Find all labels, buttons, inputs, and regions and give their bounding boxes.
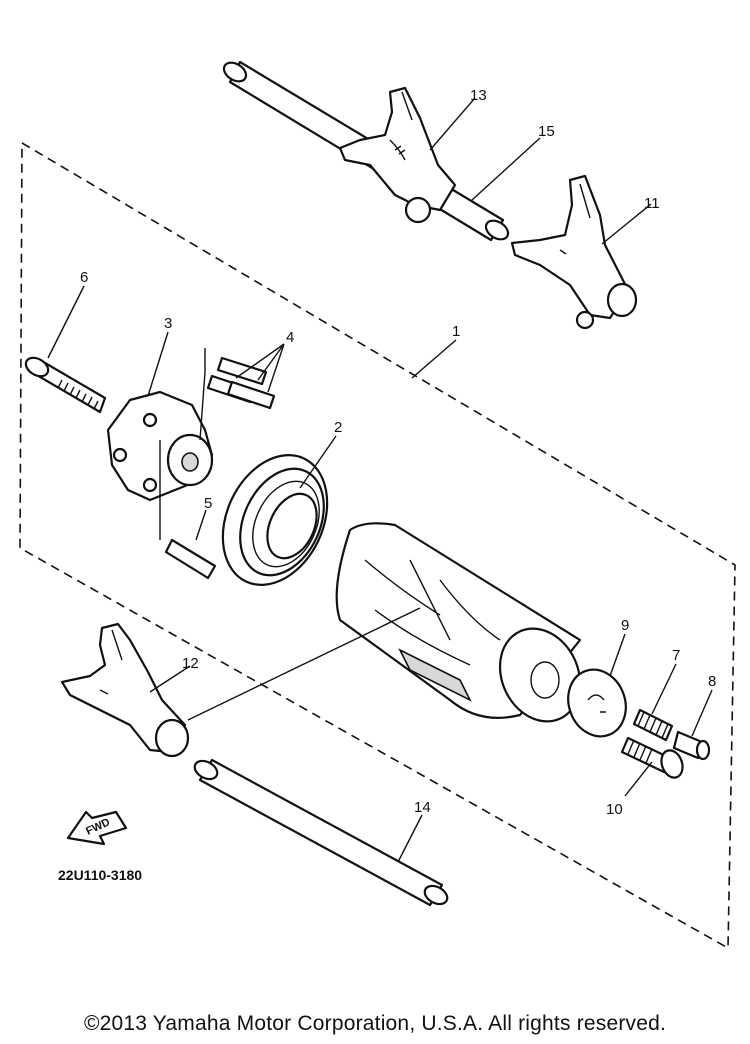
callout-8: 8 bbox=[708, 673, 716, 690]
callout-4: 4 bbox=[286, 329, 294, 346]
part-8-plunger bbox=[672, 730, 711, 761]
part-5-pin bbox=[164, 538, 217, 580]
part-6-bolt bbox=[24, 356, 107, 414]
callout-11: 11 bbox=[644, 195, 660, 212]
copyright-notice: ©2013 Yamaha Motor Corporation, U.S.A. A… bbox=[83, 1012, 667, 1035]
part-12-shift-fork bbox=[60, 622, 190, 758]
callout-13: 13 bbox=[470, 87, 487, 104]
part-10-screw bbox=[620, 736, 684, 779]
callout-15: 15 bbox=[538, 123, 555, 140]
part-2-bearing bbox=[221, 454, 329, 586]
callout-1: 1 bbox=[452, 323, 460, 340]
front-direction-arrow: FWD bbox=[66, 810, 128, 846]
part-4-pins bbox=[206, 356, 276, 410]
callout-5: 5 bbox=[204, 495, 212, 512]
callout-7: 7 bbox=[672, 647, 680, 664]
part-9-plate bbox=[567, 668, 627, 738]
part-14-shift-fork-shaft bbox=[193, 758, 449, 907]
callout-9: 9 bbox=[621, 617, 629, 634]
part-7-spring bbox=[632, 708, 674, 742]
callout-12: 12 bbox=[182, 655, 199, 672]
part-11-shift-fork bbox=[510, 174, 638, 330]
drawing-number: 22U110-3180 bbox=[58, 867, 142, 883]
callout-6: 6 bbox=[80, 269, 88, 286]
callout-10: 10 bbox=[606, 801, 623, 818]
callout-2: 2 bbox=[334, 419, 342, 436]
part-13-shift-fork bbox=[338, 86, 457, 224]
leader-lines bbox=[47, 97, 713, 863]
exploded-parts-diagram: FWD 22U110-3180 1 2 3 4 5 6 7 8 9 10 11 … bbox=[19, 60, 736, 950]
callout-3: 3 bbox=[164, 315, 172, 332]
callout-14: 14 bbox=[414, 799, 431, 816]
shift-drum bbox=[335, 522, 582, 723]
